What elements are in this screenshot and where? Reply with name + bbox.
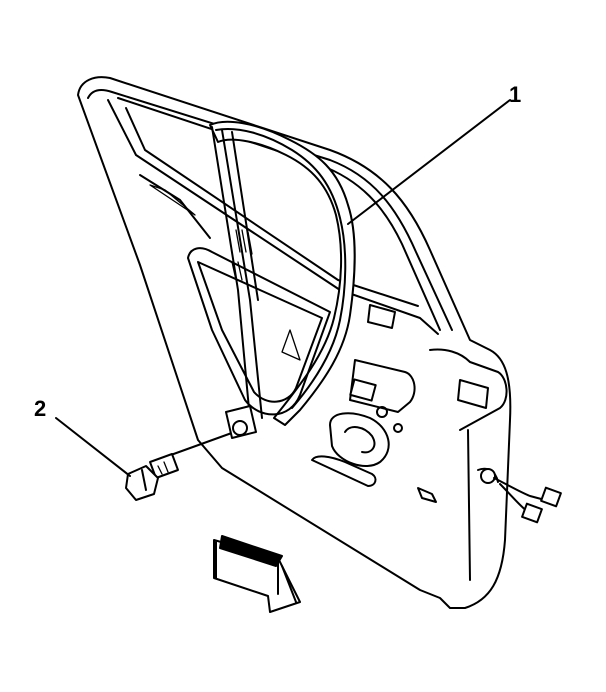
direction-arrow (213, 535, 301, 613)
door-handle-area (311, 304, 437, 503)
callout-label-2: 2 (34, 396, 47, 421)
leader-line-2 (55, 417, 131, 477)
door-hinge-side (429, 348, 562, 581)
panel-opening (187, 247, 331, 416)
leader-line-1 (347, 99, 511, 225)
bolt-fastener (125, 405, 257, 501)
callout-label-1: 1 (509, 82, 522, 107)
